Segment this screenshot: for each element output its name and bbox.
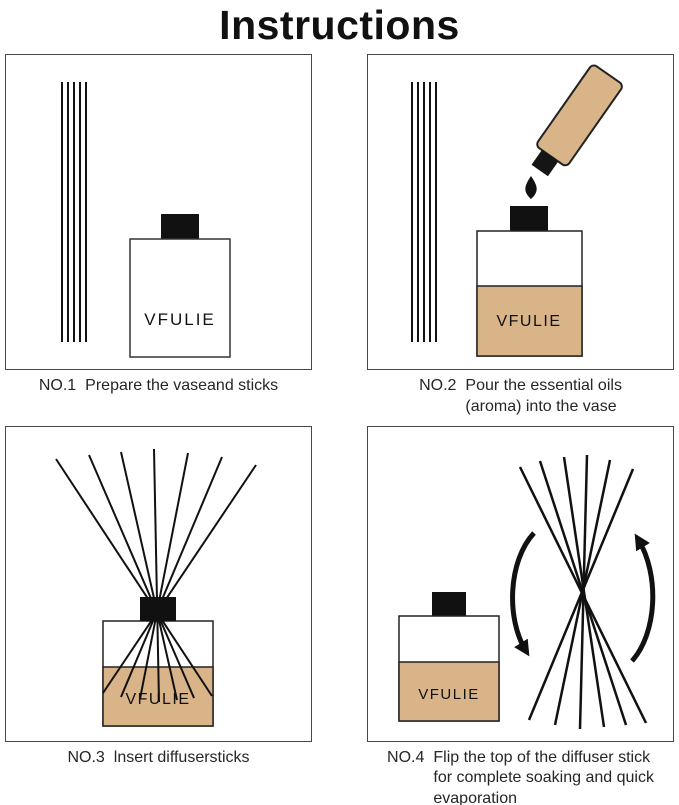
step-3-caption: NO.3 lnsert diffusersticks	[7, 748, 310, 769]
step-1-panel: VFULIE NO.1 Prepare the vaseand sticks	[5, 54, 312, 397]
rotate-arrow-left	[510, 530, 536, 657]
step-4-drawing: VFULIE	[398, 454, 656, 729]
caption-line: evaporation	[433, 790, 517, 805]
caption-line: Pour the essential oils	[465, 377, 622, 394]
reed-sticks	[61, 82, 87, 342]
caption-line: Prepare the vaseand sticks	[85, 377, 279, 394]
step-3-number: NO.3	[67, 748, 105, 766]
vase-oil	[476, 285, 583, 357]
vase-cap	[432, 591, 466, 616]
oil-bottle-neck	[531, 150, 559, 177]
step-2-panel: VFULIE NO.2 Pour the essential oils (aro…	[367, 54, 674, 418]
step-3-panel: VFULIE NO.3 lnsert diffusersticks	[5, 425, 312, 769]
step-4-panel: VFULIE NO.4 Flip the top of	[367, 425, 674, 805]
caption-line: lnsert diffusersticks	[113, 748, 250, 766]
vase-oil	[398, 660, 500, 722]
step-2-caption: NO.2 Pour the essential oils (aroma) int…	[369, 376, 672, 418]
step-3-text: lnsert diffusersticks	[114, 748, 250, 769]
step-1-illustration: VFULIE	[5, 54, 312, 370]
oil-bottle-body	[536, 64, 623, 167]
vase-body	[129, 238, 231, 358]
step-1-text: Prepare the vaseand sticks	[85, 376, 278, 397]
flipped-stick-bundle	[518, 454, 648, 729]
vase-cap	[140, 596, 176, 621]
step-1-number: NO.1	[38, 377, 77, 394]
brand-label: VFULIE	[144, 310, 216, 329]
caption-line: Flip the top of the diffuser stick	[433, 748, 651, 766]
inserted-sticks	[55, 448, 257, 702]
step-1-drawing: VFULIE	[61, 82, 231, 358]
step-4-caption: NO.4 Flip the top of the diffuser stick …	[369, 748, 672, 805]
step-4-illustration: VFULIE	[367, 425, 674, 742]
step-3-illustration: VFULIE	[5, 425, 312, 742]
step-1-caption: NO.1 Prepare the vaseand sticks	[7, 376, 310, 397]
oil-bottle	[531, 64, 623, 177]
reed-sticks	[411, 82, 437, 342]
brand-label: VFULIE	[418, 686, 480, 703]
brand-label: VFULIE	[125, 691, 190, 708]
step-4-number: NO.4	[387, 748, 425, 766]
step-2-number: NO.2	[419, 377, 457, 394]
step-2-drawing: VFULIE	[411, 64, 623, 357]
oil-drop	[525, 176, 537, 199]
step-2-text: Pour the essential oils (aroma) into the…	[465, 376, 622, 418]
rotate-arrow-right	[630, 533, 656, 663]
steps-grid: VFULIE NO.1 Prepare the vaseand sticks	[0, 54, 679, 805]
vase-cap	[161, 214, 199, 239]
brand-label: VFULIE	[496, 313, 561, 330]
step-2-illustration: VFULIE	[367, 54, 674, 370]
caption-line: (aroma) into the vase	[465, 397, 617, 415]
step-4-text: Flip the top of the diffuser stick for c…	[433, 748, 654, 805]
vase-cap	[510, 206, 548, 231]
page-title: Instructions	[219, 2, 460, 48]
step-3-drawing: VFULIE	[55, 448, 257, 727]
caption-line: for complete soaking and quick	[433, 769, 654, 787]
